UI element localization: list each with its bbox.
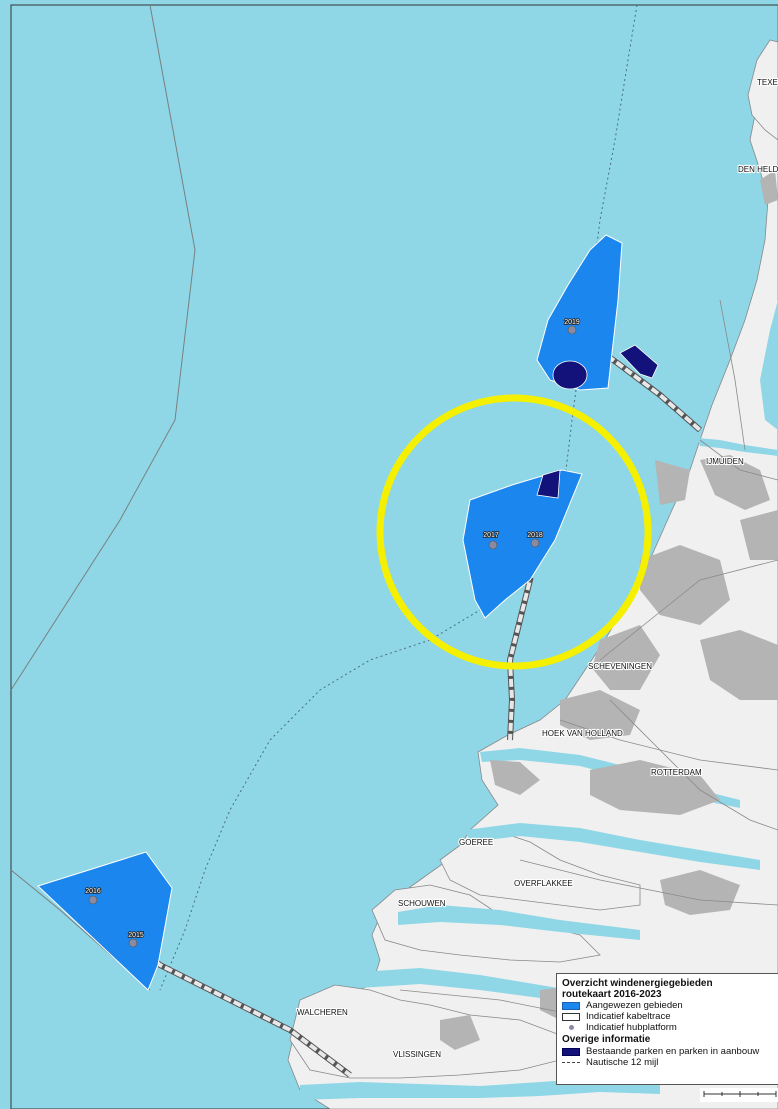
designated-area-swatch <box>562 1001 580 1010</box>
nautical-line-swatch <box>562 1062 580 1063</box>
hub-platform-swatch <box>562 1024 580 1032</box>
place-label-schouwen: SCHOUWEN <box>398 899 446 908</box>
highlight-circle <box>376 394 652 670</box>
place-label-ijmuiden: IJMUIDEN <box>706 457 744 466</box>
place-label-rotterdam: ROTTERDAM <box>651 768 702 777</box>
place-label-texel: TEXEL <box>757 78 778 87</box>
place-label-vlissingen: VLISSINGEN <box>393 1050 441 1059</box>
legend-item-designated-areas: Aangewezen gebieden <box>562 1000 778 1011</box>
hub-label-2018: 2018 <box>527 532 543 539</box>
urban-areas <box>440 170 778 1050</box>
legend-item-label: Nautische 12 mijl <box>586 1057 659 1068</box>
place-label-hoek-van-holland: HOEK VAN HOLLAND <box>542 729 623 738</box>
hub-label-2016: 2016 <box>85 888 101 895</box>
hub-label-2019: 2019 <box>564 319 580 326</box>
roads <box>399 299 778 1031</box>
legend-item-hub-platform: Indicatief hubplatform <box>562 1022 778 1033</box>
grevelingen <box>398 905 640 940</box>
map-frame <box>10 4 778 1109</box>
legend-item-label: Aangewezen gebieden <box>586 1000 683 1011</box>
wind-area-north <box>536 234 623 391</box>
place-label-overflakkee: OVERFLAKKEE <box>514 879 573 888</box>
legend-item-label: Indicatief kabeltrace <box>586 1011 671 1022</box>
legend-title-line1: Overzicht windenergiegebieden <box>562 978 713 989</box>
legend-other-title: Overige informatie <box>562 1034 651 1045</box>
hub-label-2017: 2017 <box>483 532 499 539</box>
noordzeekanaal <box>698 438 778 456</box>
existing-park-1 <box>619 344 659 379</box>
scale-bar <box>700 1088 778 1102</box>
hub-label-2015: 2015 <box>128 932 144 939</box>
markermeer <box>760 300 778 430</box>
existing-parks-swatch <box>562 1047 580 1056</box>
legend: Overzicht windenergiegebieden routekaart… <box>556 973 778 1085</box>
texel-island <box>747 39 778 141</box>
haringvliet <box>465 823 760 870</box>
legend-title-line2: routekaart 2016-2023 <box>562 989 662 1000</box>
legend-item-label: Bestaande parken en parken in aanbouw <box>586 1046 760 1057</box>
legend-item-cable-trace: Indicatief kabeltrace <box>562 1011 778 1022</box>
hub-platforms <box>88 325 577 948</box>
place-label-goeree: GOEREE <box>459 838 493 847</box>
place-label-walcheren: WALCHEREN <box>297 1008 348 1017</box>
existing-park-2 <box>552 360 588 390</box>
existing-park-3 <box>536 469 561 499</box>
wind-area-south <box>37 851 173 991</box>
place-label-den-helder: DEN HELDER <box>738 165 778 174</box>
cable-trace-swatch <box>562 1012 580 1021</box>
legend-item-nautical-mile: Nautische 12 mijl <box>562 1057 778 1068</box>
wind-area-central <box>462 469 583 619</box>
legend-item-existing-parks: Bestaande parken en parken in aanbouw <box>562 1046 778 1057</box>
place-label-scheveningen: SCHEVENINGEN <box>588 662 652 671</box>
walcheren-island <box>289 984 561 1079</box>
boundary-line <box>10 4 196 691</box>
legend-item-label: Indicatief hubplatform <box>586 1022 677 1033</box>
